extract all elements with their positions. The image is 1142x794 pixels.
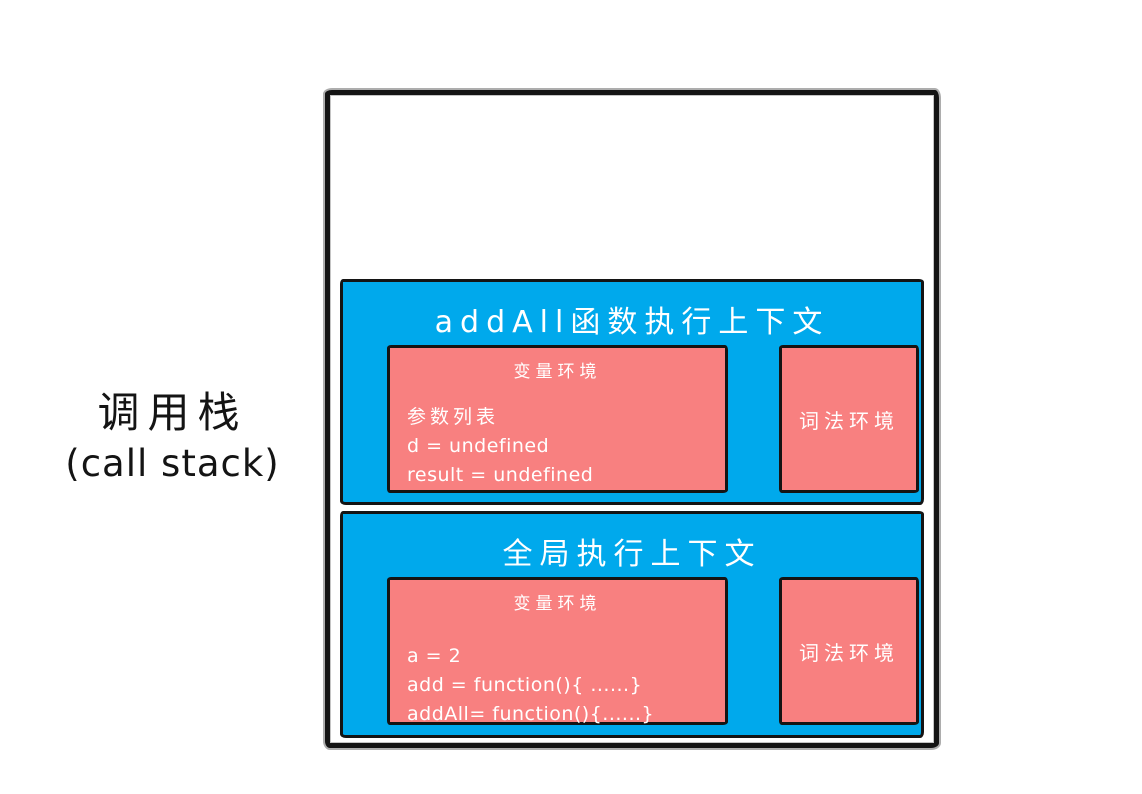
addall-lexical-environment-title: 词法环境	[799, 408, 899, 433]
call-stack-label-english: (call stack)	[65, 442, 280, 486]
global-variable-environment-title: 变量环境	[513, 594, 602, 614]
call-stack-container: addAll函数执行上下文 变量环境 参数列表 d = undefined re…	[325, 90, 939, 748]
call-stack-label-chinese: 调用栈	[97, 388, 248, 437]
global-var-line: addAll= function(){......}	[407, 703, 655, 725]
global-lexical-environment-title: 词法环境	[799, 640, 899, 665]
global-var-line: a = 2	[407, 645, 462, 667]
execution-context-addall: addAll函数执行上下文 变量环境 参数列表 d = undefined re…	[340, 279, 924, 505]
addall-lexical-environment-box: 词法环境	[779, 345, 919, 493]
execution-context-global: 全局执行上下文 变量环境 a = 2 add = function(){ ...…	[340, 511, 924, 738]
execution-context-addall-title: addAll函数执行上下文	[434, 305, 830, 340]
addall-variable-environment-lines: 参数列表 d = undefined result = undefined	[407, 403, 715, 490]
addall-variable-environment-title: 变量环境	[513, 362, 602, 382]
addall-variable-environment-box: 变量环境 参数列表 d = undefined result = undefin…	[387, 345, 728, 493]
call-stack-label: 调用栈 (call stack)	[25, 388, 320, 490]
global-variable-environment-box: 变量环境 a = 2 add = function(){ ......} add…	[387, 577, 728, 725]
addall-var-line: d = undefined	[407, 435, 550, 457]
addall-var-line: result = undefined	[407, 464, 594, 486]
global-variable-environment-lines: a = 2 add = function(){ ......} addAll= …	[407, 642, 715, 729]
execution-context-global-title: 全局执行上下文	[502, 537, 762, 572]
global-var-line: add = function(){ ......}	[407, 674, 643, 696]
global-lexical-environment-box: 词法环境	[779, 577, 919, 725]
addall-var-line: 参数列表	[407, 406, 500, 428]
